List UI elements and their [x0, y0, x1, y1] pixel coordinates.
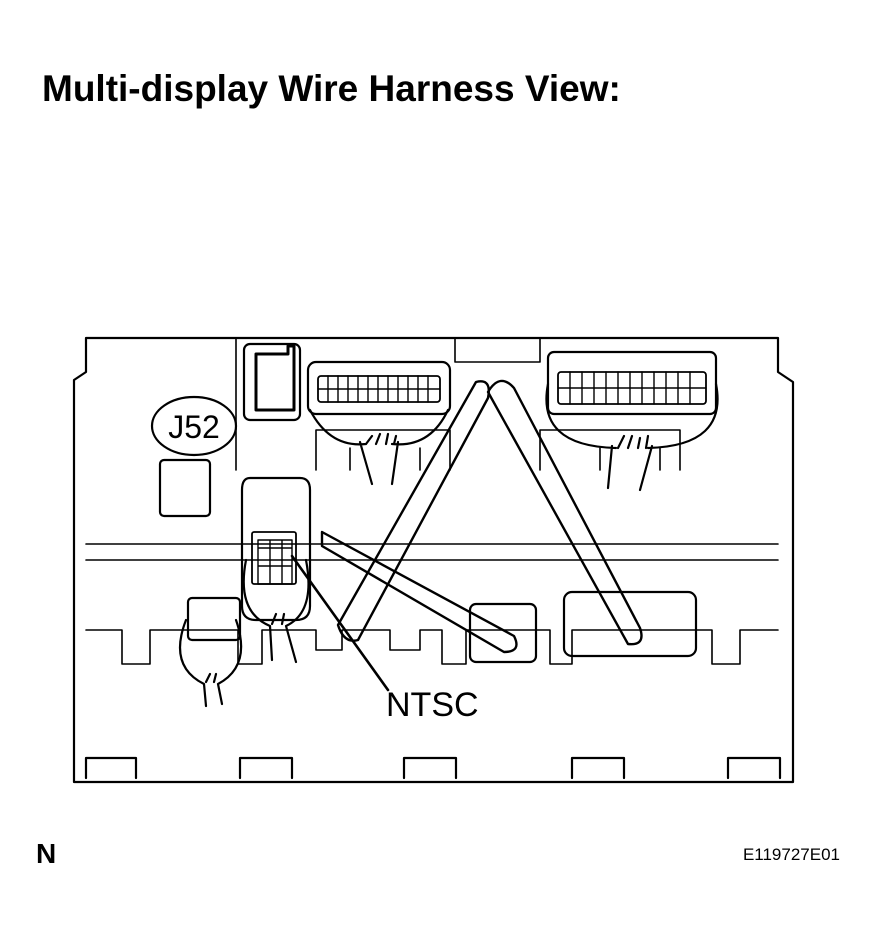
cable-diagonal-left — [336, 380, 490, 642]
small-connector-latch — [254, 344, 296, 412]
multipin-connector-b-grid — [557, 371, 707, 405]
upper-bay — [235, 337, 681, 471]
bottom-clip — [570, 756, 626, 780]
bottom-clip — [726, 756, 782, 780]
diagram-title: Multi-display Wire Harness View: — [42, 68, 621, 109]
bottom-clip — [402, 756, 458, 780]
ntsc-leader-line — [290, 554, 390, 692]
connector-id-oval — [150, 395, 238, 457]
ntsc-label: NTSC — [386, 686, 479, 724]
connector-id-label: J52 — [168, 409, 220, 445]
bottom-clip — [238, 756, 294, 780]
cable-diagonal-lower — [320, 530, 518, 654]
bottom-notch-edge — [85, 629, 779, 665]
lower-bracket — [468, 602, 538, 664]
wire-loom-a — [308, 408, 450, 486]
unit-outline — [72, 336, 795, 784]
mount-boss — [158, 458, 212, 518]
figure-code: E119727E01 — [742, 845, 840, 864]
mount-boss — [186, 596, 242, 642]
multipin-connector-a — [306, 360, 452, 416]
bottom-clip — [84, 756, 138, 780]
lower-left-wire-loom — [178, 618, 243, 708]
multipin-connector-a-grid — [317, 375, 441, 403]
cable-diagonal-right — [486, 379, 643, 646]
lower-bracket — [562, 590, 698, 658]
ntsc-wire-loom — [242, 558, 310, 664]
ntsc-connector-grid — [257, 539, 293, 585]
corner-mark: N — [36, 838, 57, 869]
wire-loom-b — [545, 382, 719, 492]
small-connector-housing — [242, 342, 302, 422]
